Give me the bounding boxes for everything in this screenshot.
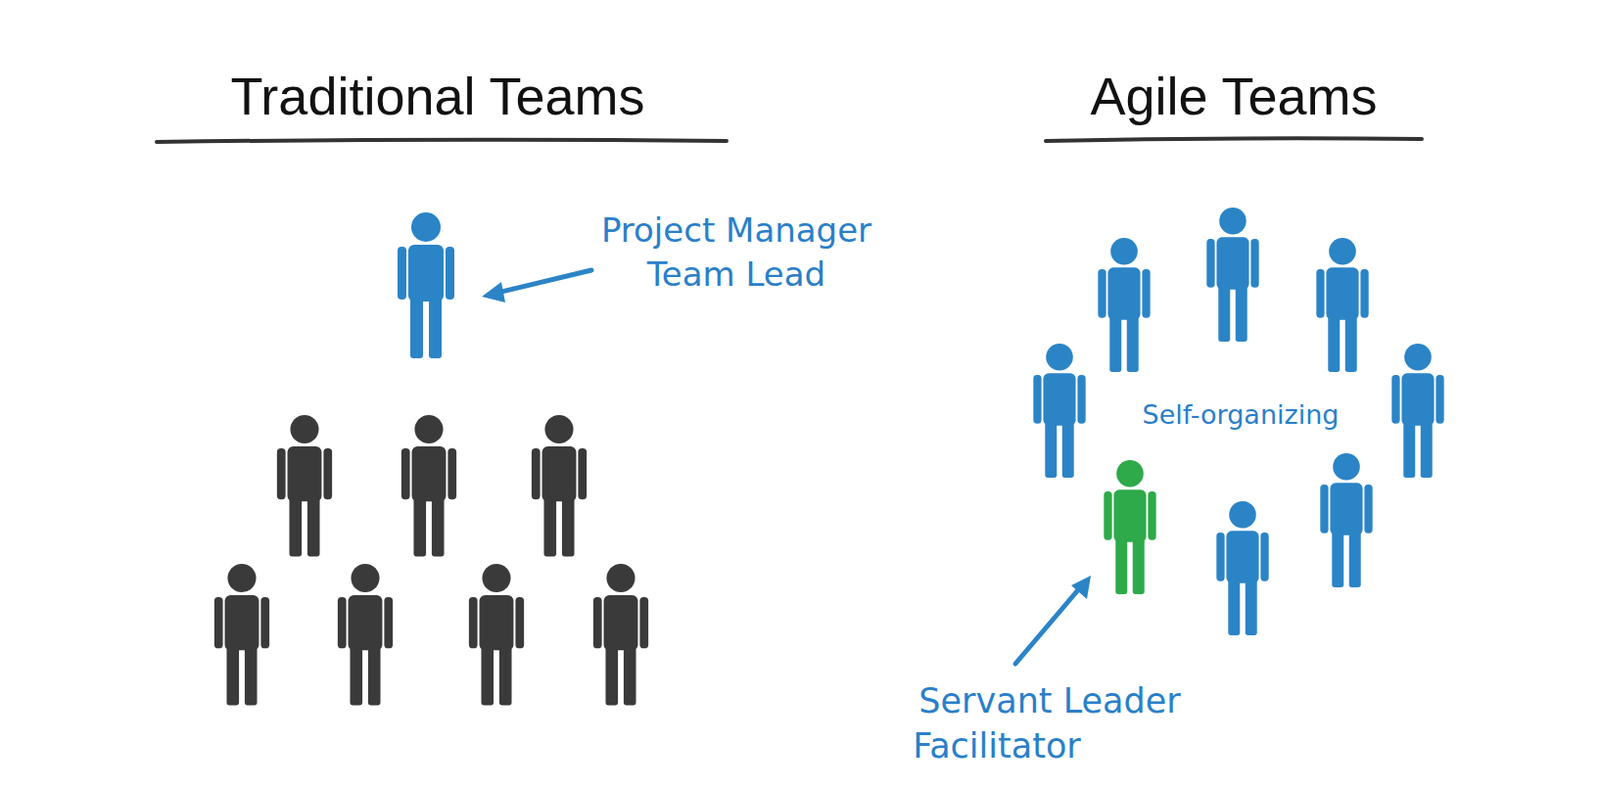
- role-label: Team Lead: [647, 255, 826, 294]
- role-label: Project Manager: [601, 211, 872, 250]
- agile-member-figures: [1033, 207, 1444, 636]
- role-label: Servant Leader: [918, 681, 1180, 721]
- section-title: Agile Teams: [1089, 65, 1377, 127]
- team-member-figures: [214, 415, 649, 706]
- leader-figure: [397, 212, 455, 359]
- servant-leader-figure: [1103, 460, 1156, 595]
- arrow-head: [481, 282, 506, 303]
- arrow-head: [1071, 575, 1091, 600]
- section-title: Traditional Teams: [230, 65, 645, 127]
- title-underline: [1045, 138, 1422, 142]
- leader-arrow: [493, 270, 592, 294]
- leader-arrow: [1015, 585, 1083, 664]
- role-label: Facilitator: [912, 726, 1081, 766]
- title-underline: [156, 140, 727, 142]
- team-note: Self-organizing: [1142, 399, 1340, 430]
